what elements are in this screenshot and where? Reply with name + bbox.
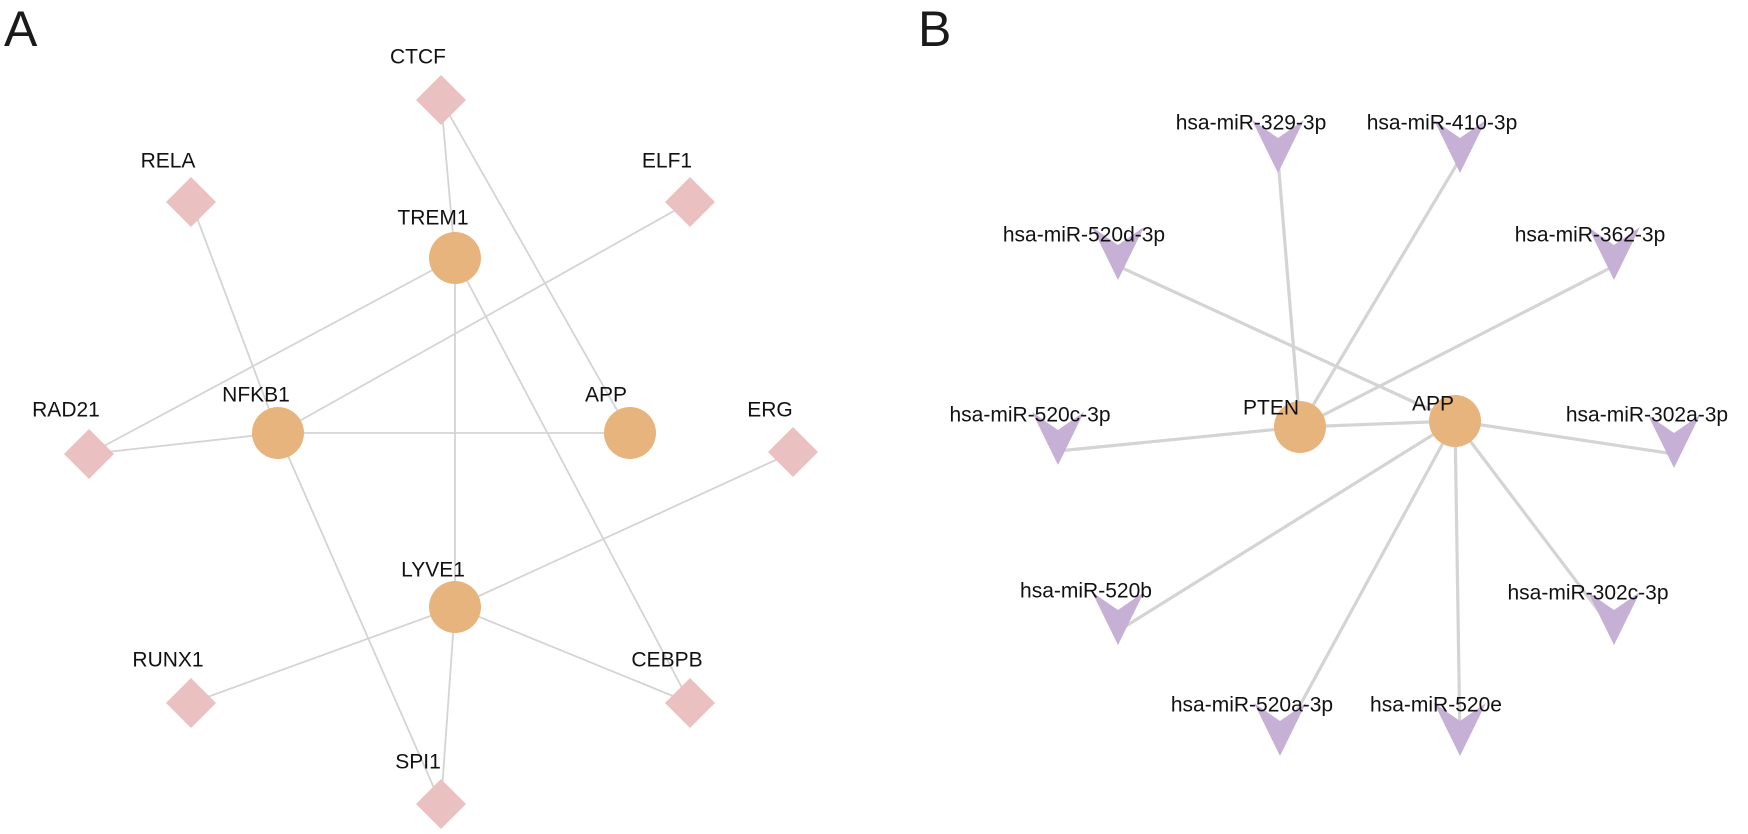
node-a-erg [768,427,818,477]
edge-b-pten-m329 [1276,158,1302,428]
node-a-spi1 [416,779,466,829]
node-b-m520d [1092,227,1144,280]
label-b-pten: PTEN [1243,397,1299,420]
node-a-runx1 [166,678,216,728]
edge-b-app-m520d [1117,264,1456,423]
edge-a-erg-lyve1 [454,451,794,608]
label-a-app: APP [585,384,627,407]
label-a-spi1: SPI1 [395,751,441,774]
label-a-lyve1: LYVE1 [401,559,465,582]
node-b-m362 [1588,227,1640,280]
node-a-ctcf [416,75,466,125]
edge-b-app-m302c [1453,420,1616,632]
edge-b-pten-m520c [1057,425,1301,453]
label-b-m520e: hsa-miR-520e [1370,694,1502,717]
nodes-layer [64,75,1700,829]
label-a-nfkb1: NFKB1 [222,384,290,407]
node-b-m520e [1434,703,1486,756]
node-a-lyve1 [429,581,481,633]
edge-a-lyve1-runx1 [190,606,456,704]
node-a-app [604,407,656,459]
label-b-m329: hsa-miR-329-3p [1176,112,1327,135]
edge-b-pten-m410 [1298,158,1462,428]
label-a-runx1: RUNX1 [132,649,203,672]
edge-a-rela-nfkb1 [190,201,279,434]
node-b-m520c [1032,412,1084,465]
label-b-m410: hsa-miR-410-3p [1367,112,1518,135]
edge-a-elf1-nfkb1 [277,201,691,434]
label-a-cebpb: CEBPB [631,649,702,672]
label-b-m302a: hsa-miR-302a-3p [1566,404,1728,427]
node-b-m520a [1254,703,1306,756]
label-a-rela: RELA [141,150,196,173]
edge-a-lyve1-cebpb [454,606,691,704]
node-b-m302c [1588,592,1640,645]
edge-a-nfkb1-spi1 [277,432,442,805]
node-b-app [1429,395,1481,447]
label-b-m520a: hsa-miR-520a-3p [1171,694,1333,717]
node-a-trem1 [429,232,481,284]
edge-a-ctcf-trem1 [440,99,456,259]
node-a-rela [166,177,216,227]
panel-a-label: A [4,1,38,57]
node-b-pten [1274,401,1326,453]
label-b-m520d: hsa-miR-520d-3p [1003,224,1165,247]
node-a-elf1 [665,177,715,227]
edge-b-app-m520b [1117,419,1456,633]
label-b-app: APP [1412,393,1454,416]
edge-b-app-m520a [1278,420,1457,743]
edge-b-app-m302a [1454,419,1675,456]
label-a-rad21: RAD21 [32,399,100,422]
edge-b-pten-m362 [1299,264,1615,429]
edge-a-trem1-rad21 [88,257,456,455]
node-b-m329 [1252,120,1304,173]
edge-a-ctcf-app [440,99,631,434]
node-a-cebpb [665,678,715,728]
node-a-nfkb1 [252,407,304,459]
label-a-erg: ERG [747,399,793,422]
node-b-m302a [1648,415,1700,468]
label-b-m302c: hsa-miR-302c-3p [1507,582,1668,605]
edge-a-trem1-cebpb [454,257,691,704]
label-a-ctcf: CTCF [390,46,446,69]
edge-a-nfkb1-rad21 [88,432,279,455]
edges-layer [88,99,1675,805]
label-a-elf1: ELF1 [642,150,692,173]
label-b-m520b: hsa-miR-520b [1020,580,1152,603]
label-a-trem1: TREM1 [397,207,468,230]
panel-b-label: B [918,1,952,57]
edge-a-lyve1-spi1 [440,606,456,805]
edge-b-app-m520e [1453,420,1462,743]
node-a-rad21 [64,429,114,479]
label-b-m362: hsa-miR-362-3p [1515,224,1666,247]
label-b-m520c: hsa-miR-520c-3p [949,404,1110,427]
node-b-m410 [1434,120,1486,173]
node-b-m520b [1092,592,1144,645]
